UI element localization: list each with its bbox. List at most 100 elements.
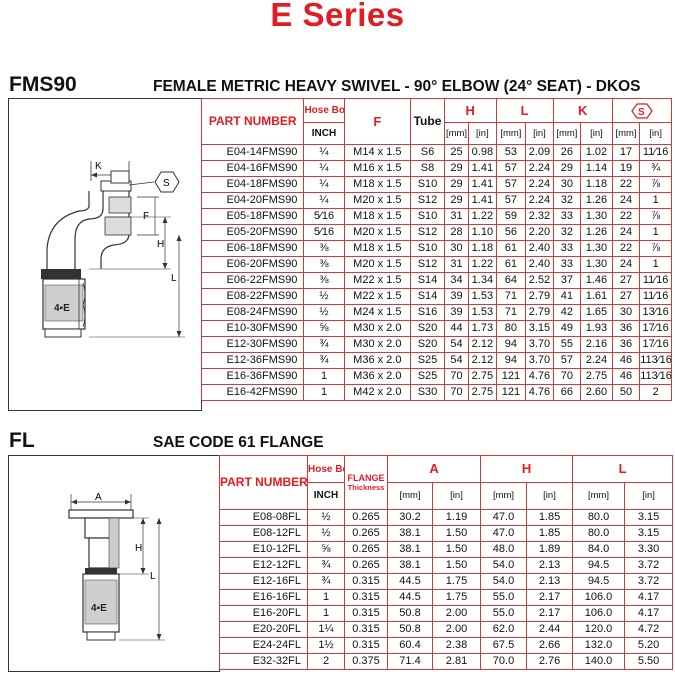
table-cell: 31 [443,208,470,225]
table-cell: E06-18FMS90 [200,240,305,257]
table-cell: M42 x 2.0 [343,384,412,401]
table-cell: 60.4 [387,637,433,654]
table-cell: 2.17 [526,589,574,606]
table-cell: 3.15 [525,320,554,337]
table-cell: 80 [495,320,527,337]
table-cell: 2.13 [526,557,574,574]
table-cell: 2 [639,384,672,401]
table-cell: 17⁄16 [639,320,672,337]
table-cell: 2.12 [468,352,497,369]
table-cell: 2.16 [580,336,613,353]
table-cell: 57 [495,192,527,209]
table-cell: S30 [410,384,445,401]
table-cell: 55.0 [480,589,528,606]
table-cell: 94.5 [572,557,626,574]
table-cell: M36 x 2.0 [343,368,412,385]
table-cell: 27 [611,288,641,305]
table-cell: 54.0 [480,573,528,590]
table-cell: 24 [611,224,641,241]
table-cell: 70 [552,368,582,385]
table-cell: 36 [611,320,641,337]
table-cell: 5.20 [624,637,674,654]
table-cell: 1.73 [468,320,497,337]
table-cell: S10 [410,176,445,193]
table-cell: E04-16FMS90 [200,160,305,177]
table-cell: 38.1 [387,525,433,542]
table-cell: 5⁄16 [303,208,345,225]
col-inch: INCH [303,122,345,145]
table-cell: 29 [443,192,470,209]
table-cell: 2.38 [431,637,482,654]
svg-text:4▪E: 4▪E [54,303,70,314]
table-cell: 80.0 [572,525,626,542]
table-cell: ¼ [303,176,345,193]
table-cell: ⅞ [639,176,672,193]
table-cell: 11⁄16 [639,272,672,289]
table-cell: 46 [611,368,641,385]
table-cell: 1.14 [580,160,613,177]
table-cell: 24 [611,256,641,273]
table-cell: 57 [495,160,527,177]
table-cell: 29 [443,176,470,193]
col-f: F [343,98,412,145]
table-cell: E06-20FMS90 [200,256,305,273]
table-cell: M18 x 1.5 [343,208,412,225]
table-cell: 24 [611,192,641,209]
table-cell: 0.315 [344,605,388,622]
table-cell: E08-24FMS90 [200,304,305,321]
fms90-spec-table: PART NUMBER Hose Bore F Tube H L K S INC… [200,98,673,401]
table-cell: M24 x 1.5 [343,304,412,321]
table-cell: 25 [443,144,470,161]
table-cell: 26 [552,144,582,161]
table-cell: ¾ [639,160,672,177]
table-cell: E16-36FMS90 [200,368,305,385]
table-cell: 50 [611,384,641,401]
table-cell: 34 [443,272,470,289]
table-cell: 70 [443,384,470,401]
table-cell: S12 [410,192,445,209]
table-cell: 106.0 [572,589,626,606]
table-cell: E10-30FMS90 [200,320,305,337]
table-cell: E05-18FMS90 [200,208,305,225]
table-cell: 1¼ [307,621,345,638]
table-cell: 30.2 [387,509,433,526]
table-cell: 3.15 [624,525,674,542]
table-cell: 1.34 [468,272,497,289]
table-cell: 30 [552,176,582,193]
table-cell: S14 [410,288,445,305]
table-cell: 4.17 [624,589,674,606]
table-cell: 1.10 [468,224,497,241]
table-cell: 2.75 [580,368,613,385]
table-cell: 37 [552,272,582,289]
table-cell: ¾ [307,573,345,590]
table-cell: 2.00 [431,605,482,622]
table-cell: 0.265 [344,557,388,574]
table-cell: E04-14FMS90 [200,144,305,161]
table-cell: 5.50 [624,653,674,670]
elbow-fitting-drawing: K S F 4▪E H [41,161,185,338]
table-cell: 2 [307,653,345,670]
table-cell: 71 [495,304,527,321]
table-cell: 1.19 [431,509,482,526]
table-cell: 121 [495,384,527,401]
table-cell: 33 [552,256,582,273]
table-cell: 54 [443,336,470,353]
table-cell: 113⁄16 [639,352,672,369]
table-cell: M14 x 1.5 [343,144,412,161]
table-cell: 17⁄16 [639,336,672,353]
table-cell: E08-12FL [219,525,308,542]
table-cell: 1.50 [431,525,482,542]
table-cell: E10-12FL [219,541,308,558]
table-cell: 2.24 [525,160,554,177]
table-cell: ⅝ [303,320,345,337]
fms90-section-code: FMS90 [9,73,77,96]
table-cell: 17 [611,144,641,161]
table-cell: 30 [443,240,470,257]
table-cell: 4.17 [624,605,674,622]
table-cell: M20 x 1.5 [343,192,412,209]
